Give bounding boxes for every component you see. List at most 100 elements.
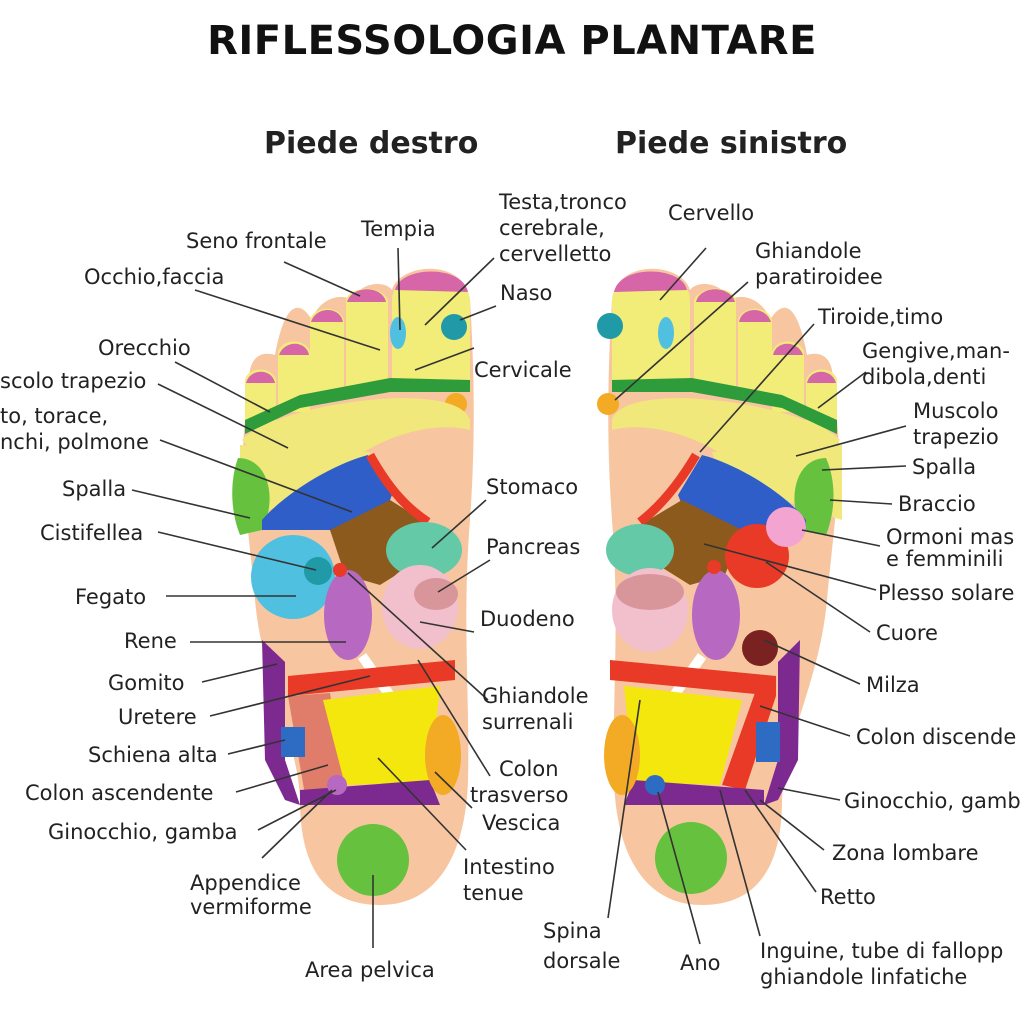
right-foot-labels: Tempia Seno frontale Occhio,faccia Testa… bbox=[0, 190, 634, 982]
left-toes bbox=[597, 271, 837, 434]
label-tiroide-timo: Tiroide,timo bbox=[817, 305, 943, 329]
left-spleen bbox=[742, 630, 778, 666]
left-big-toe-tip bbox=[614, 271, 687, 292]
label-spina-dorsale: Spina dorsale bbox=[543, 919, 620, 973]
right-temple-spot bbox=[390, 317, 406, 349]
left-toe-band bbox=[612, 378, 837, 434]
right-liver bbox=[251, 535, 335, 619]
right-toe-2 bbox=[346, 288, 388, 388]
label-rene: Rene bbox=[124, 629, 177, 653]
label-area-pelvica: Area pelvica bbox=[305, 958, 435, 982]
right-outer-strip bbox=[262, 640, 300, 805]
right-toe-4-tip bbox=[279, 343, 309, 355]
label-cervello: Cervello bbox=[668, 201, 754, 225]
right-toe-band bbox=[245, 378, 470, 434]
diagram-title: RIFLESSOLOGIA PLANTARE bbox=[207, 18, 817, 64]
right-toe-3 bbox=[310, 308, 344, 398]
leader-lines bbox=[131, 247, 907, 948]
left-adrenal bbox=[707, 560, 721, 574]
left-descending-colon bbox=[722, 690, 776, 790]
label-spalla-left: Spalla bbox=[912, 455, 976, 479]
left-pelvic-area bbox=[655, 822, 727, 894]
label-plesso-solare: Plesso solare bbox=[878, 581, 1014, 605]
label-ormoni: Ormoni mas e femminili bbox=[886, 525, 1021, 571]
right-big-toe-tip bbox=[395, 271, 468, 292]
label-braccio: Braccio bbox=[898, 492, 976, 516]
label-zona-lombare: Zona lombare bbox=[832, 841, 979, 865]
label-seno-frontale: Seno frontale bbox=[186, 229, 327, 253]
right-toes bbox=[245, 271, 470, 434]
label-ano: Ano bbox=[680, 951, 721, 975]
left-foot-labels: Cervello Ghiandole paratiroidee Tiroide,… bbox=[543, 201, 1021, 989]
left-toe-2 bbox=[694, 288, 736, 388]
label-naso: Naso bbox=[500, 281, 552, 305]
label-spalla-right: Spalla bbox=[62, 477, 126, 501]
left-toe-3 bbox=[738, 308, 772, 398]
right-blue-area bbox=[262, 455, 392, 530]
label-stomaco: Stomaco bbox=[486, 475, 578, 499]
right-toe-5-tip bbox=[246, 371, 275, 383]
right-kidney bbox=[324, 570, 372, 660]
right-transverse-colon bbox=[288, 660, 455, 696]
right-toe-4 bbox=[278, 341, 310, 412]
left-toe-4-tip bbox=[773, 343, 803, 355]
left-small-intestine bbox=[624, 686, 742, 785]
right-foot-heading: Piede destro bbox=[264, 126, 479, 161]
left-stomach-teal bbox=[606, 524, 674, 576]
label-petto-torace: to, torace, nchi, polmone bbox=[0, 404, 149, 454]
label-cuore: Cuore bbox=[876, 621, 938, 645]
left-lower-orange bbox=[604, 715, 640, 795]
label-cistifellea: Cistifellea bbox=[40, 521, 143, 545]
label-muscolo-trapezio-left: Muscolo trapezio bbox=[913, 399, 1005, 449]
label-orecchio: Orecchio bbox=[98, 336, 191, 360]
right-gallbladder bbox=[304, 557, 332, 585]
label-ginocchio-gamba-right: Ginocchio, gamba bbox=[48, 820, 238, 844]
label-colon-discendente: Colon discende bbox=[856, 725, 1016, 749]
right-foot bbox=[232, 268, 474, 906]
right-stomach bbox=[386, 522, 462, 578]
left-temple-spot bbox=[658, 317, 674, 349]
right-shoulder-lung-yellow bbox=[240, 445, 370, 520]
right-pancreas bbox=[414, 578, 458, 610]
left-toe-3-tip bbox=[739, 310, 771, 322]
right-upper-back bbox=[281, 727, 305, 757]
label-gomito: Gomito bbox=[108, 671, 185, 695]
left-hormones bbox=[766, 507, 806, 547]
label-gengive: Gengive,man- dibola,denti bbox=[862, 339, 1017, 389]
left-pink-inner bbox=[616, 574, 684, 610]
label-retto: Retto bbox=[820, 885, 876, 909]
label-uretere: Uretere bbox=[118, 705, 197, 729]
label-muscolo-trapezio-right: scolo trapezio bbox=[0, 369, 146, 393]
label-tempia: Tempia bbox=[360, 217, 436, 241]
right-pelvic-area bbox=[337, 824, 409, 896]
label-duodeno: Duodeno bbox=[480, 607, 575, 631]
left-toe-5-tip bbox=[807, 371, 836, 383]
left-red-arc bbox=[637, 452, 700, 526]
left-parathyroid-spot bbox=[597, 393, 619, 415]
right-toe-3-tip bbox=[311, 310, 343, 322]
label-milza: Milza bbox=[866, 673, 920, 697]
label-ghiandole-surrenali: Ghiandole surrenali bbox=[482, 684, 595, 734]
label-fegato: Fegato bbox=[75, 585, 146, 609]
label-ghiandole-paratiroidee: Ghiandole paratiroidee bbox=[755, 239, 883, 289]
label-schiena-alta: Schiena alta bbox=[88, 743, 218, 767]
left-big-toe bbox=[612, 272, 690, 385]
left-toe-4 bbox=[772, 341, 804, 412]
left-foot bbox=[597, 268, 842, 906]
right-nose-spot bbox=[441, 314, 467, 340]
right-toe-2-tip bbox=[347, 289, 386, 302]
left-anus-spot bbox=[645, 775, 665, 795]
label-inguine: Inguine, tube di fallopp ghiandole linfa… bbox=[760, 939, 1010, 989]
right-small-intestine bbox=[323, 686, 440, 785]
left-toe-2-tip bbox=[696, 289, 735, 302]
label-testa-tronco: Testa,tronco cerebrale, cervelletto bbox=[498, 190, 634, 266]
label-colon-ascendente: Colon ascendente bbox=[25, 781, 213, 805]
right-bladder bbox=[425, 715, 461, 795]
label-colon-trasverso: Colon trasverso bbox=[470, 757, 568, 807]
label-vescica: Vescica bbox=[482, 811, 560, 835]
right-adrenal bbox=[333, 563, 347, 577]
left-blue-strip bbox=[756, 722, 780, 762]
label-pancreas: Pancreas bbox=[486, 535, 580, 559]
label-cervicale: Cervicale bbox=[474, 358, 572, 382]
